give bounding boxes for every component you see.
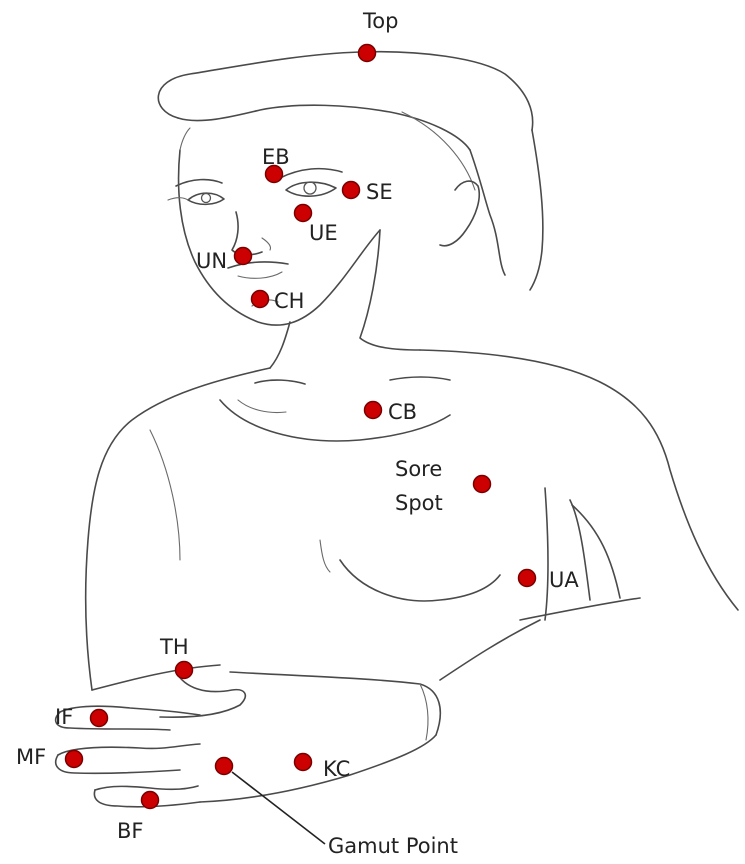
point-sore-spot: Sore Spot <box>395 457 491 515</box>
point-ch-dot <box>252 291 269 308</box>
point-kc: KC <box>295 754 351 782</box>
point-th-label: TH <box>159 635 189 659</box>
point-mf-dot <box>66 751 83 768</box>
point-if-dot <box>91 710 108 727</box>
point-cb-label: CB <box>388 400 417 424</box>
point-eb: EB <box>262 145 290 183</box>
point-ua-label: UA <box>549 568 579 592</box>
figure-outline <box>56 52 738 807</box>
point-mf-label: MF <box>16 745 46 769</box>
point-gamut-label: Gamut Point <box>328 834 458 858</box>
point-eb-label: EB <box>262 145 290 169</box>
point-bf-dot <box>142 792 159 809</box>
point-sore-spot-dot <box>474 476 491 493</box>
point-ue-dot <box>295 205 312 222</box>
point-top-dot <box>359 45 376 62</box>
point-ch: CH <box>252 289 305 313</box>
point-se-dot <box>343 182 360 199</box>
point-bf: BF <box>117 792 159 844</box>
point-th-dot <box>176 662 193 679</box>
point-ch-label: CH <box>274 289 304 313</box>
point-ue: UE <box>295 205 338 246</box>
point-se: SE <box>343 180 393 204</box>
point-gamut-dot <box>216 758 233 775</box>
point-cb-dot <box>365 402 382 419</box>
point-un: UN <box>196 248 252 274</box>
point-top-label: Top <box>362 9 398 33</box>
point-se-label: SE <box>366 180 393 204</box>
point-if-label: IF <box>55 705 73 729</box>
point-top: Top <box>359 9 399 62</box>
point-sore-spot-label: Sore <box>395 457 442 481</box>
gamut-leader-line <box>232 772 325 844</box>
point-bf-label: BF <box>117 819 144 843</box>
point-ue-label: UE <box>309 221 338 245</box>
point-if: IF <box>55 705 108 729</box>
tapping-points: Top EB SE UE UN CH CB Sore <box>16 9 579 858</box>
point-kc-label: KC <box>323 757 350 781</box>
point-mf: MF <box>16 745 83 769</box>
point-sore-spot-label-line2: Spot <box>395 491 443 515</box>
point-kc-dot <box>295 754 312 771</box>
point-cb: CB <box>365 400 418 424</box>
point-ua-dot <box>519 570 536 587</box>
point-un-label: UN <box>196 249 227 273</box>
point-ua: UA <box>519 568 580 592</box>
point-un-dot <box>235 248 252 265</box>
